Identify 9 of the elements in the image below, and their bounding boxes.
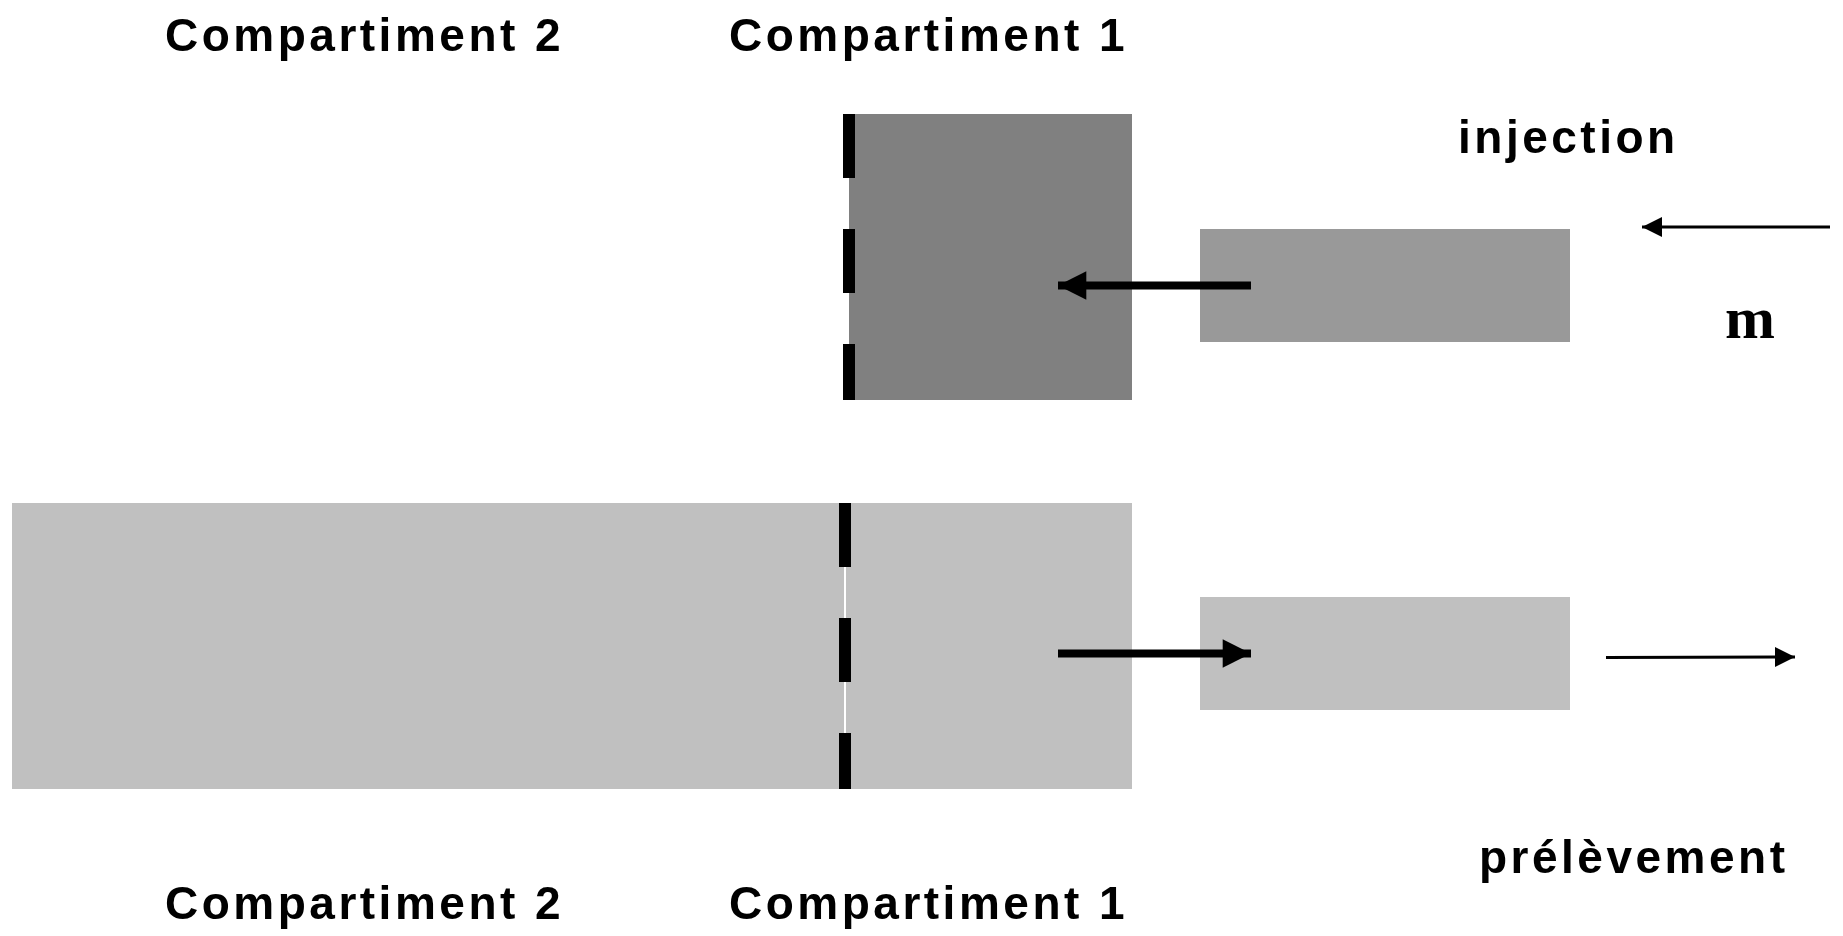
arrow bbox=[1606, 647, 1795, 668]
arrow bbox=[1642, 217, 1830, 237]
compartment-box bbox=[12, 503, 1132, 789]
compartment-box bbox=[849, 114, 1132, 400]
mass-symbol: m bbox=[1725, 288, 1775, 348]
compartment-box bbox=[1200, 597, 1570, 710]
compartment-box bbox=[1200, 229, 1570, 342]
arrow bbox=[1058, 271, 1251, 300]
arrow bbox=[1058, 639, 1251, 668]
